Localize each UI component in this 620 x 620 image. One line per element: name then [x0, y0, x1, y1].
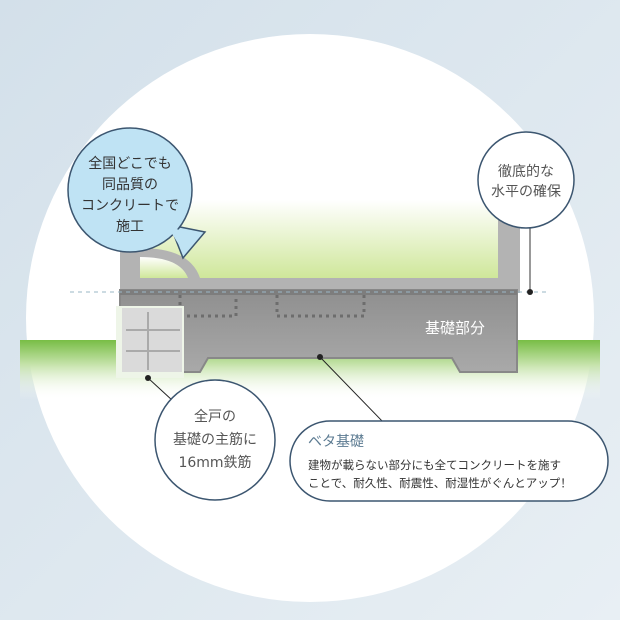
bubble-text-line: 全国どこでも: [88, 155, 172, 172]
rebar-text-line: 基礎の主筋に: [173, 431, 257, 448]
level-text-line: 徹底的な: [498, 164, 554, 180]
callout-text-line: ことで、耐久性、耐震性、耐湿性がぐんとアップ！: [308, 476, 572, 490]
rebar-circle: [154, 379, 276, 501]
leader-line-slab: [319, 356, 384, 423]
rebar-cross-section-tile: [116, 306, 184, 378]
leader-dot: [527, 289, 533, 295]
bubble-text-line: 施工: [116, 219, 144, 235]
level-circle: [477, 131, 575, 229]
foundation-label: 基礎部分: [425, 319, 485, 337]
leader-dot: [145, 375, 151, 381]
speech-bubble: [67, 127, 207, 260]
leader-dot: [317, 354, 323, 360]
callout-text-line: 建物が載らない部分にも全てコンクリートを施す: [308, 458, 561, 472]
bubble-text-line: コンクリートで: [81, 198, 179, 214]
callout-box: [289, 420, 609, 502]
callout-title: ベタ基礎: [308, 433, 364, 450]
rebar-dotted-lines: [178, 295, 366, 318]
level-text-line: 水平の確保: [491, 184, 561, 200]
bubble-text-line: 同品質の: [102, 177, 158, 193]
rebar-text-line: 16mm鉄筋: [178, 454, 251, 471]
rebar-text-line: 全戸の: [194, 408, 236, 425]
